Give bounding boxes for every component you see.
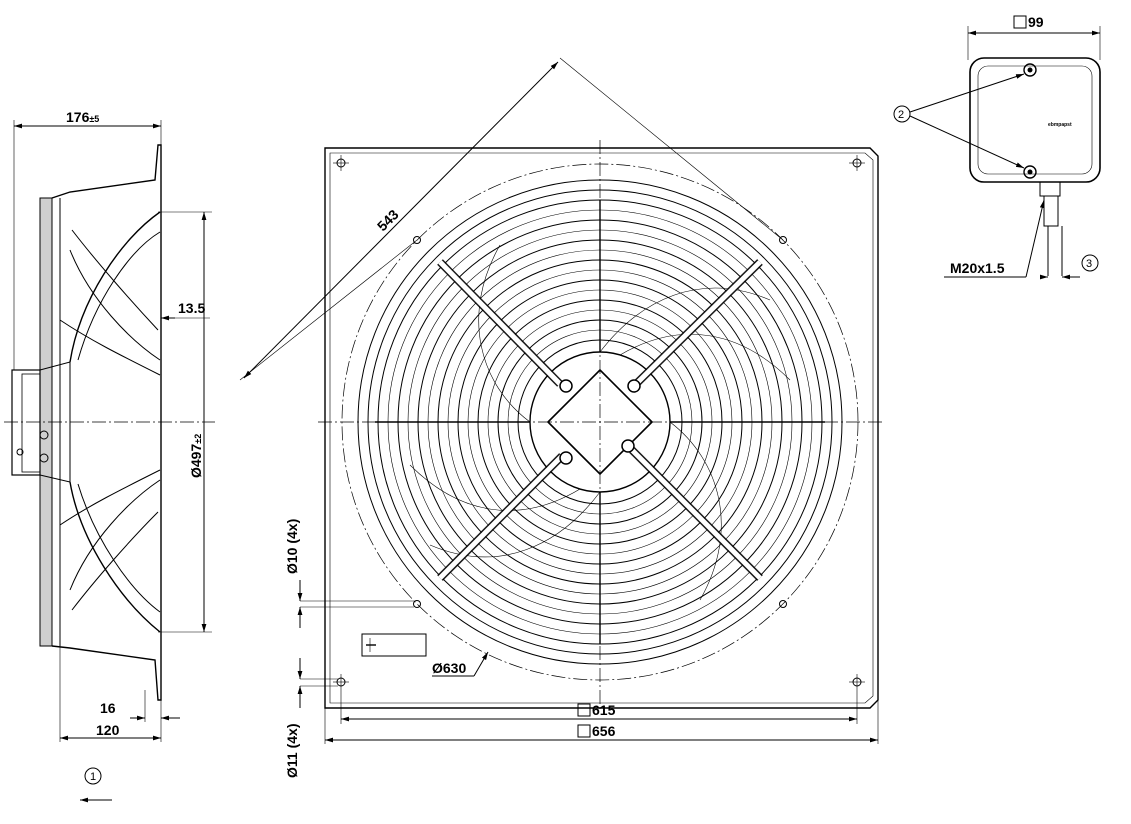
dim-497-tol: ±2: [193, 434, 203, 444]
dim-176-value: 176: [66, 109, 90, 125]
dim-656-label: 656: [577, 723, 616, 739]
dim-630-label: Ø630: [432, 660, 466, 676]
dim-hole-10-label: Ø10 (4x): [284, 519, 300, 574]
svg-text:615: 615: [592, 702, 616, 718]
dim-497-value: Ø497: [188, 444, 204, 478]
dim-16-label: 16: [100, 700, 116, 716]
dim-13-5-label: 13.5: [178, 300, 205, 316]
dim-120-label: 120: [96, 722, 120, 738]
dim-543-label: 543: [374, 206, 402, 234]
dim-615-label: 615: [577, 702, 616, 718]
brand-text: ebmpapst: [1048, 122, 1072, 128]
dim-497-label: Ø497±2: [188, 434, 204, 478]
dim-thread-label: M20x1.5: [950, 260, 1005, 276]
callout-1-label: 1: [90, 771, 96, 783]
dim-99-label: 99: [1013, 14, 1044, 30]
callout-3-circle: [1081, 254, 1099, 272]
callout-3-label: 3: [1086, 258, 1092, 270]
dim-176-label: 176±5: [66, 109, 99, 125]
front-view: 543 Ø630 Ø10 (4x) Ø11 (4x) 615: [239, 57, 884, 778]
callout-1-circle: [84, 767, 102, 785]
dim-176-tol: ±5: [89, 114, 99, 124]
callout-2-label: 2: [898, 109, 904, 121]
side-view: 176±5 13.5 Ø497±2: [4, 109, 215, 803]
dim-hole-11-label: Ø11 (4x): [284, 724, 300, 778]
callout-2-circle: [893, 105, 911, 123]
terminal-box: 99 ebmpapst 2 M20x1.5 3: [893, 14, 1101, 280]
svg-text:656: 656: [592, 723, 616, 739]
svg-text:99: 99: [1028, 14, 1044, 30]
label-plate: [361, 633, 427, 657]
